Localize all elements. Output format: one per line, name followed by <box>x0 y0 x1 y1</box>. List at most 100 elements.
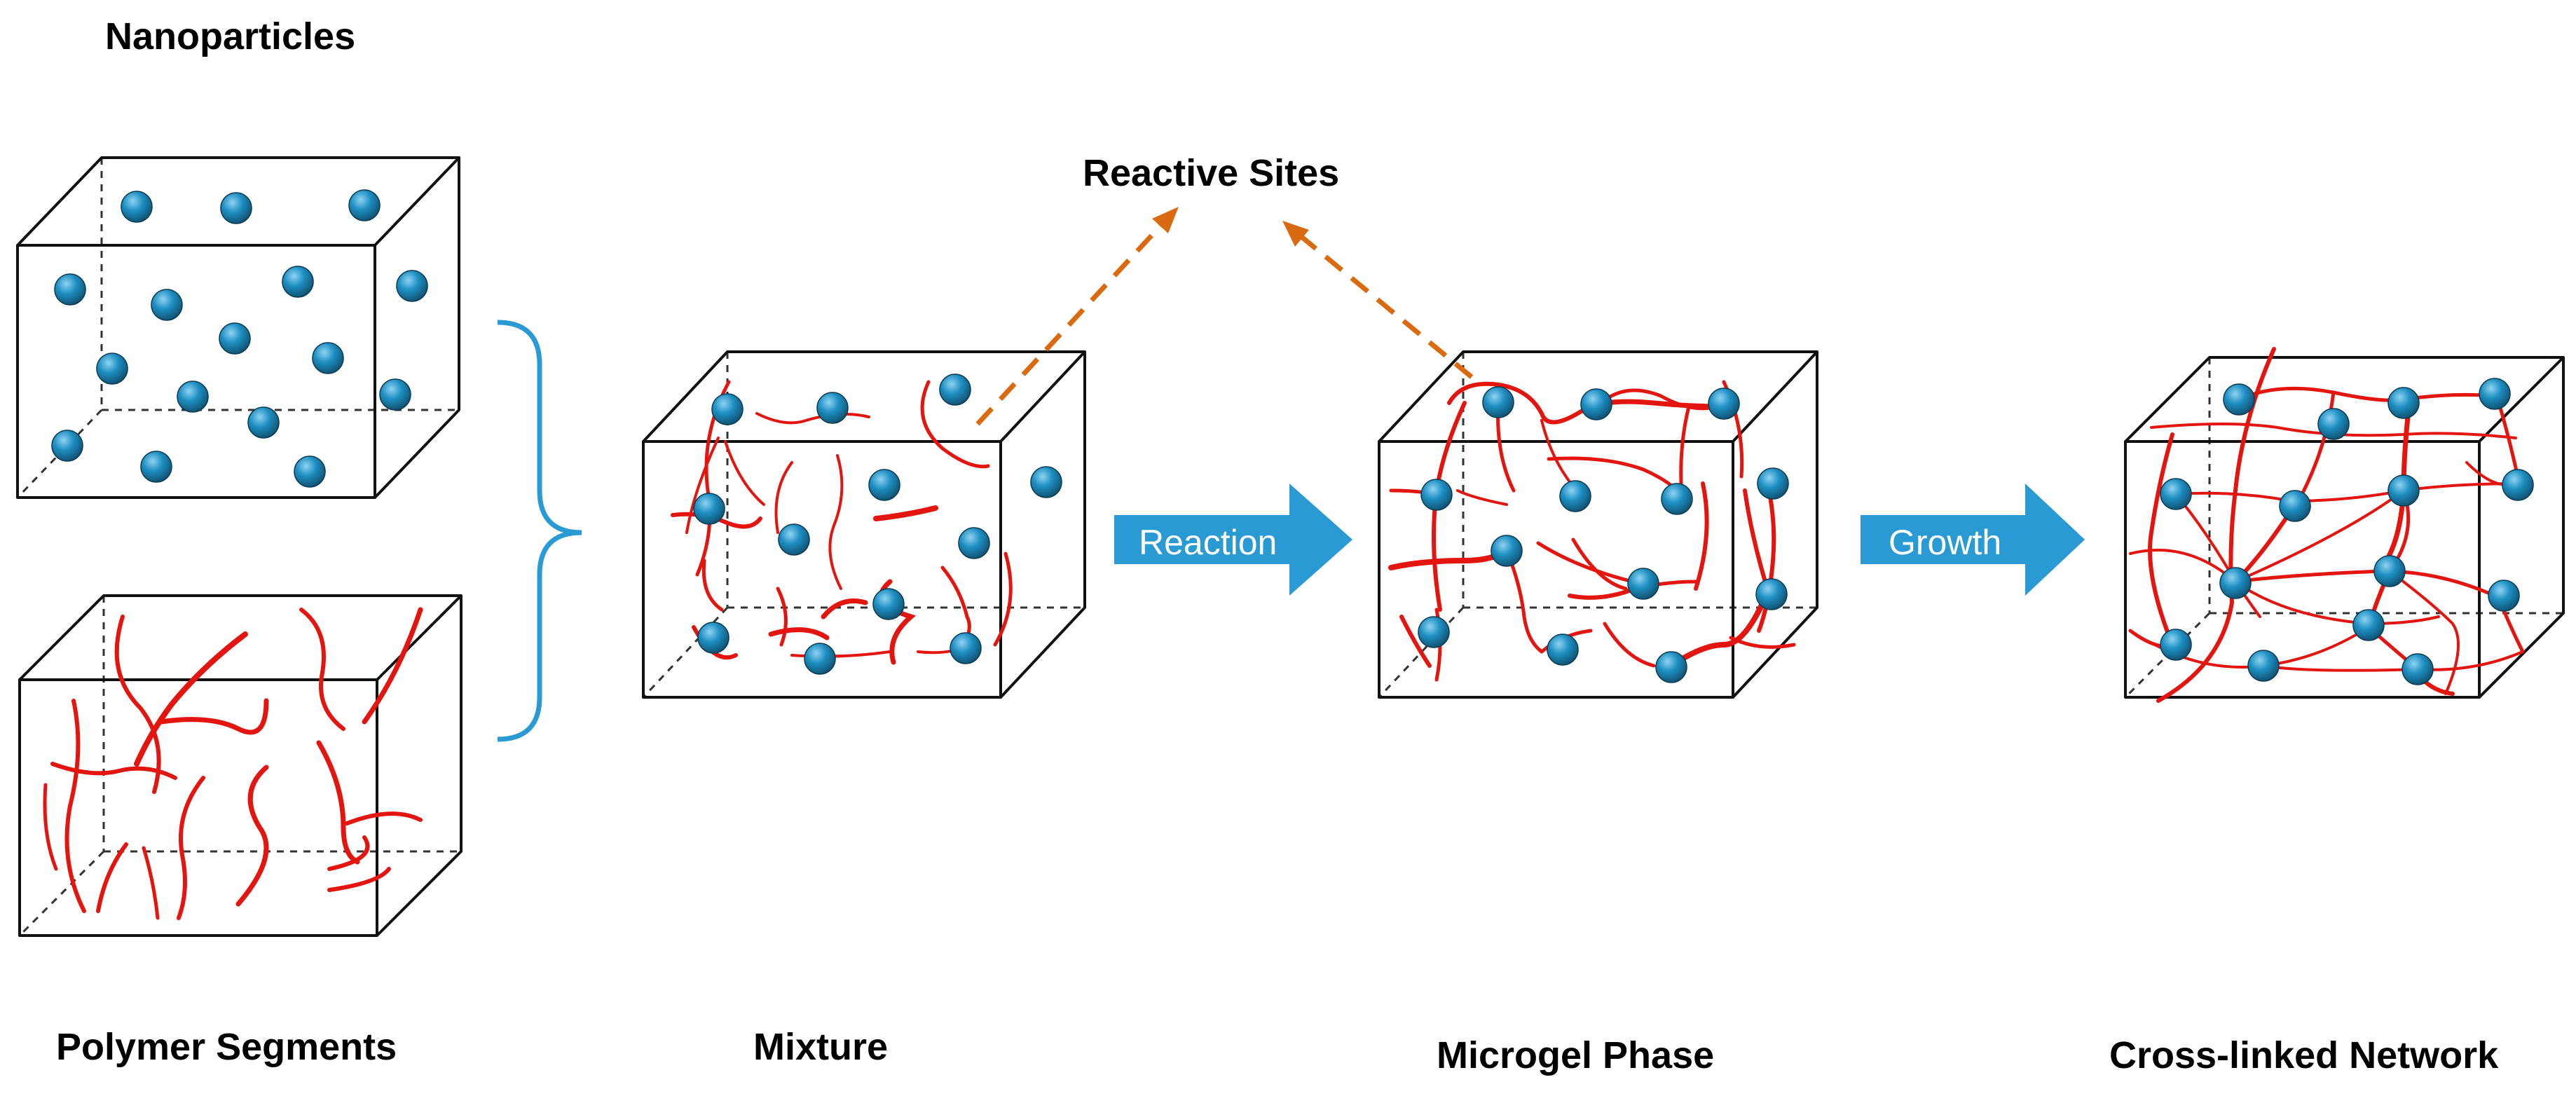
reactive-site-arrow-left <box>975 207 1179 426</box>
nanoparticle-sphere <box>2479 378 2511 410</box>
reaction-arrow-label: Reaction <box>1139 523 1277 562</box>
reaction-arrow: Reaction <box>1114 484 1352 596</box>
polymer-segments-label: Polymer Segments <box>56 1026 397 1068</box>
nanoparticle-sphere <box>396 270 428 302</box>
nanoparticle-sphere <box>2247 650 2280 682</box>
nanoparticle-sphere <box>2219 567 2252 599</box>
nanoparticle-sphere <box>1655 651 1687 683</box>
polymer-chain <box>1591 399 1727 409</box>
polymer-chain <box>920 380 990 469</box>
polymer-chain <box>873 505 938 521</box>
polymer-chain <box>1571 537 1628 591</box>
mixture-label: Mixture <box>753 1026 888 1068</box>
nanoparticle-sphere <box>1420 479 1453 511</box>
mixture-box <box>642 350 1086 699</box>
polymer-chain <box>774 461 793 534</box>
polymer-chain <box>685 437 720 534</box>
polymer-chain <box>1505 548 1544 654</box>
nanoparticle-sphere <box>1755 578 1788 610</box>
polymer-chain <box>755 412 870 425</box>
nanoparticle-sphere <box>379 378 411 411</box>
nanoparticle-sphere <box>1627 568 1659 600</box>
nanoparticle-sphere <box>96 352 128 385</box>
polymer-chain <box>1447 381 1593 425</box>
crosslinked-network-box <box>2124 347 2565 703</box>
polymer-chain <box>299 608 345 731</box>
polymer-chain <box>2156 347 2276 703</box>
polymer-chain <box>2174 482 2524 503</box>
nanoparticle-sphere <box>693 493 725 525</box>
polymer-chain <box>177 776 205 920</box>
box-hidden-edge <box>16 409 103 499</box>
nanoparticle-sphere <box>1418 616 1450 648</box>
polymer-chain <box>2233 569 2497 598</box>
nanoparticle-sphere <box>1547 633 1579 666</box>
polymer-chain <box>43 783 58 871</box>
polymer-chain <box>1456 489 1508 506</box>
nanoparticle-sphere <box>2402 653 2434 685</box>
polymer-chain <box>1757 474 1776 633</box>
nanoparticle-sphere <box>247 406 280 439</box>
nanoparticles-box <box>16 156 460 499</box>
nanoparticle-sphere <box>177 381 209 413</box>
polymer-chain <box>1540 419 1578 492</box>
nanoparticle-sphere <box>2223 383 2255 416</box>
nanoparticle-sphere <box>697 622 729 654</box>
nanoparticle-sphere <box>1482 386 1514 418</box>
box-front-face <box>1378 440 1734 699</box>
box-top-face <box>18 594 463 681</box>
box-front-face <box>18 678 378 937</box>
polymer-chain <box>1669 593 1769 669</box>
nanoparticle-sphere <box>2387 387 2420 419</box>
polymer-chain <box>362 607 423 725</box>
nanoparticle-sphere <box>121 191 153 223</box>
polymer-segments-box <box>18 594 463 937</box>
polymer-chain <box>2148 432 2174 647</box>
box-front-face <box>2124 440 2481 699</box>
polymer-chain <box>1603 622 1656 668</box>
polymer-chain <box>821 598 868 619</box>
nanoparticle-sphere <box>2502 469 2534 501</box>
polymer-chain <box>1694 481 1709 591</box>
polymer-chain <box>1388 547 1509 570</box>
box-side-face <box>1732 352 1818 699</box>
polymer-chain <box>993 552 1013 647</box>
nanoparticle-sphere <box>2160 478 2192 510</box>
polymer-chain <box>235 765 269 907</box>
box-hidden-edge <box>18 850 105 937</box>
growth-arrow-label: Growth <box>1889 523 2001 562</box>
reactive-site-arrow-right <box>1282 221 1474 379</box>
polymer-chain <box>1729 636 1796 649</box>
nanoparticle-sphere <box>939 374 971 406</box>
nanoparticle-sphere <box>2160 629 2192 661</box>
nanoparticle-sphere <box>778 523 810 556</box>
polymer-chain <box>64 699 86 913</box>
polymer-chain <box>114 615 161 794</box>
polymer-chain <box>1536 541 1635 584</box>
nanoparticle-sphere <box>1559 480 1591 512</box>
nanoparticle-sphere <box>1708 388 1740 420</box>
nanoparticle-sphere <box>1491 535 1523 567</box>
growth-arrow: Growth <box>1861 484 2085 596</box>
polymer-chain <box>142 846 160 920</box>
polymer-chain <box>50 762 177 780</box>
nanoparticle-sphere <box>219 322 251 355</box>
polymer-chain <box>345 811 423 826</box>
polymer-chain <box>828 454 844 590</box>
nanoparticle-sphere <box>1757 467 1789 500</box>
nanoparticle-sphere <box>950 632 982 664</box>
nanoparticle-sphere <box>282 266 314 298</box>
nanoparticle-sphere <box>312 342 344 374</box>
nanoparticle-sphere <box>220 192 252 224</box>
nanoparticle-sphere <box>1580 388 1612 420</box>
nanoparticle-sphere <box>958 527 990 559</box>
nanoparticle-sphere <box>2488 580 2520 612</box>
nanoparticle-sphere <box>51 430 83 462</box>
reactive-sites-label: Reactive Sites <box>1083 152 1339 194</box>
polymer-chain <box>1679 404 1691 500</box>
polymer-chain <box>776 587 788 647</box>
polymer-chain <box>701 559 724 612</box>
box-top-face <box>642 350 1086 443</box>
box-side-face <box>999 352 1086 699</box>
crosslinked-network-label: Cross-linked Network <box>2109 1034 2499 1076</box>
